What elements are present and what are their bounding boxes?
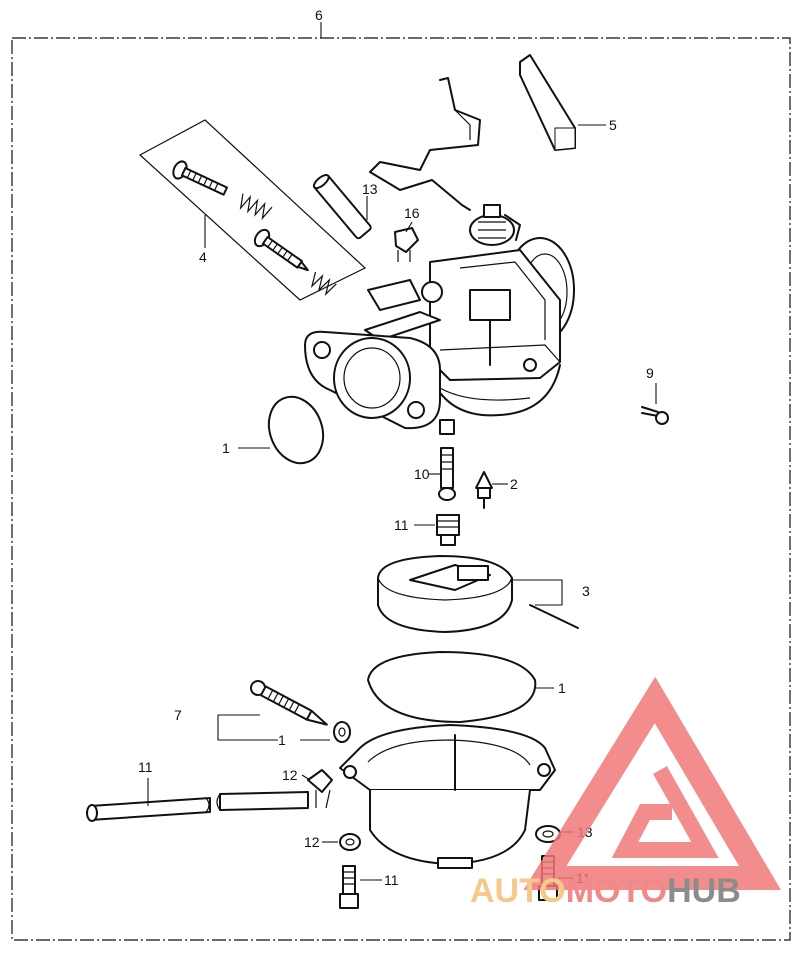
label-15: 12 [282,767,298,783]
carburetor-body [304,77,575,435]
watermark-hub: HUB [667,872,741,910]
label-13: 11 [138,759,153,775]
label-8: 10 [414,466,430,482]
label-6: 6 [315,7,323,23]
automotohub-logo [523,676,782,890]
label-3: 3 [582,583,590,599]
part-3-float [377,555,579,633]
part-16-clip [394,221,419,262]
part-9-tube [312,173,372,240]
part-7-strip [519,54,606,151]
label-1-top: 1 [222,440,230,456]
label-16: 16 [404,205,420,221]
part-8-jet [428,447,456,501]
label-10: 9 [646,365,654,381]
watermark-auto: AUTO [470,872,566,910]
part-13-tube [86,778,309,822]
part-5-drain-screw [217,680,351,743]
label-2: 2 [510,476,518,492]
label-1-bottom: 1 [278,732,286,748]
part-11-bolt-left [339,865,382,909]
label-4: 4 [199,249,207,265]
label-11-left: 11 [384,872,399,888]
watermark-brand: AUTOMOTOHUB [470,872,741,910]
part-10-screw [641,383,669,425]
part-12-washer-left [322,833,361,851]
label-1-mid: 1 [558,680,566,696]
float-bowl [339,724,556,869]
part-1-gasket-mid [367,651,554,723]
label-14: 11 [394,517,409,533]
part-14-jet [414,514,460,546]
label-9: 13 [362,181,378,197]
label-7: 5 [609,117,617,133]
part-15-clip [301,769,333,809]
part-4-screw-set [138,119,367,301]
label-12-left: 12 [304,834,320,850]
assembly-frame [11,22,791,941]
part-2-needle [475,471,508,509]
watermark-moto: MOTO [566,872,667,910]
part-1-oring-top [238,395,325,465]
label-5: 7 [174,707,182,723]
